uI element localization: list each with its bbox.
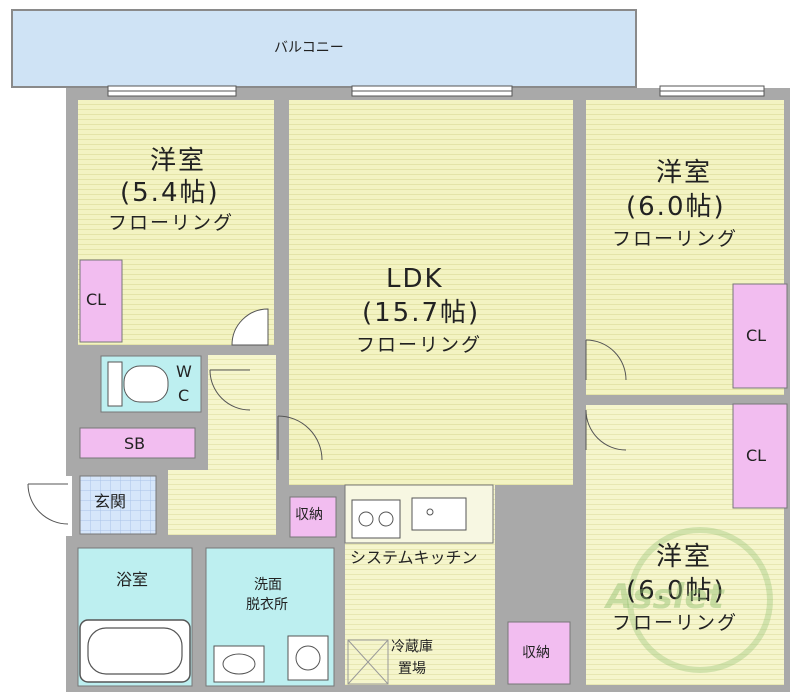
shoe-box-label: SB <box>124 434 146 453</box>
closet-se <box>732 403 788 509</box>
bedroom-ne-floor: フローリング <box>612 228 739 250</box>
balcony <box>11 9 637 88</box>
storage-ldk <box>289 496 337 538</box>
washing-machine-icon <box>287 635 329 681</box>
bedroom-nw-floor: フローリング <box>108 212 235 234</box>
closet-ne <box>732 283 788 389</box>
bath-label: 浴室 <box>116 570 149 589</box>
ldk-floor: フローリング <box>356 334 483 356</box>
shoe-box <box>79 427 196 459</box>
washbasin-icon <box>213 645 265 683</box>
storage-kitchen-side <box>507 621 571 685</box>
entrance-floor <box>79 475 157 535</box>
ldk-size: (15.7帖) <box>362 298 481 328</box>
hall-floor-low <box>168 470 276 535</box>
fridge-space-icon <box>347 639 389 685</box>
storage-ldk-label: 収納 <box>295 507 323 523</box>
kitchen-counter <box>344 484 494 544</box>
ldk-floor <box>289 100 573 485</box>
bedroom-nw-size: (5.4帖) <box>120 178 220 208</box>
sink-icon <box>411 497 467 531</box>
bathtub-icon <box>79 619 191 683</box>
doors <box>27 308 627 525</box>
balcony-label: バルコニー <box>274 40 344 56</box>
watermark-text: Asslet <box>606 577 724 617</box>
bedroom-se-name: 洋室 <box>656 542 713 572</box>
windows <box>107 85 765 97</box>
kitchen-label: システムキッチン <box>350 548 478 567</box>
closets <box>79 259 788 685</box>
ldk-name: LDK <box>386 264 444 294</box>
bedroom-ne-size: (6.0帖) <box>626 192 726 222</box>
washroom-label-line2: 脱衣所 <box>246 597 288 613</box>
closet-ne-label: CL <box>746 326 767 345</box>
stove-icon <box>351 499 401 539</box>
closet-nw-label: CL <box>86 290 107 309</box>
washroom-label-line1: 洗面 <box>254 577 282 593</box>
fridge-label-line2: 置場 <box>398 661 426 677</box>
closet-se-label: CL <box>746 446 767 465</box>
bedroom-se-floor: フローリング <box>612 612 739 634</box>
fridge-label-line1: 冷蔵庫 <box>391 639 433 655</box>
bedroom-se-size: (6.0帖) <box>626 576 726 606</box>
wc-label-line2: C <box>178 386 190 405</box>
storage-kitchen-label: 収納 <box>522 645 550 661</box>
bedroom-ne-name: 洋室 <box>656 158 713 188</box>
entrance-label: 玄関 <box>94 492 127 511</box>
wc-label-line1: W <box>176 362 192 381</box>
toilet-icon <box>107 361 169 407</box>
watermark-logo <box>627 527 773 673</box>
closet-nw <box>79 259 123 343</box>
bedroom-nw-name: 洋室 <box>150 146 207 176</box>
